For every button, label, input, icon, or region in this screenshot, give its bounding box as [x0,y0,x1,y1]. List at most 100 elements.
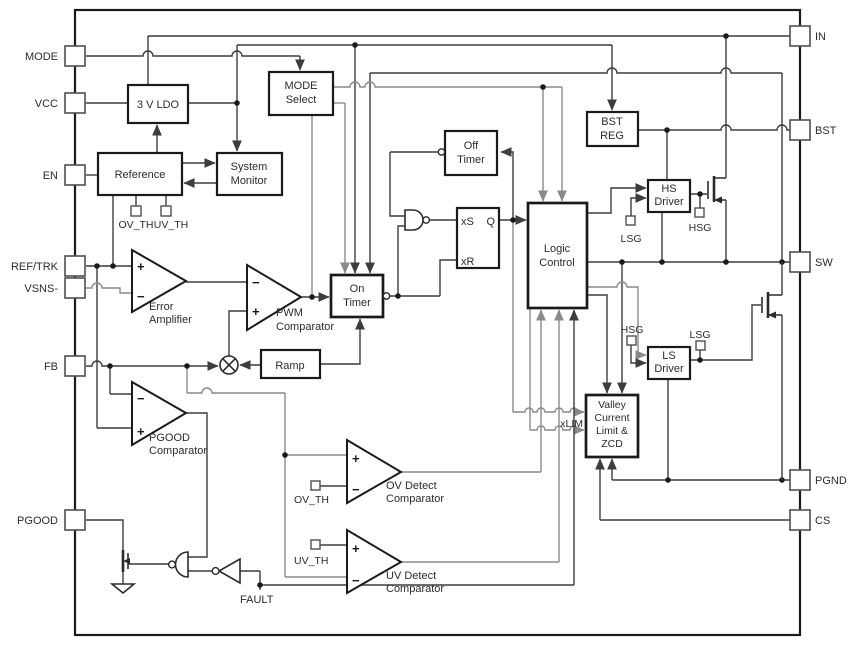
pwm-comparator: − + PWM Comparator [246,263,334,333]
uv-comp-label-1: UV Detect [386,570,436,582]
uv-th-comp-label: UV_TH [294,555,328,567]
block-off-timer: Off Timer [437,129,499,177]
on-timer-label-1: On [350,283,365,295]
lsg-tap-square-hs [625,215,636,226]
block-valley-current-limit-zcd: Valley Current Limit & ZCD [584,393,640,459]
fault-inverter [211,557,241,585]
hs-driver-label-2: Driver [654,196,684,208]
off-timer-inverter-bubble [437,148,446,156]
block-hs-driver: HS Driver [646,178,692,214]
pin-vsns-label: VSNS- [24,283,58,295]
ov-th-comp-square [310,480,321,491]
off-timer-label-1: Off [464,140,479,152]
pgood-comp-label-1: PGOOD [149,432,190,444]
pin-mode [64,45,86,67]
pwm-comp-label-2: Comparator [276,321,334,333]
pin-pgood-label: PGOOD [17,515,58,527]
ls-driver-label-2: Driver [654,363,684,375]
hsg-tap-label-hs: HSG [689,222,712,234]
xlim-label: xLIM [560,418,583,430]
uv-comp-plus: + [352,541,360,556]
ic-boundary [73,8,802,637]
ls-driver-label-1: LS [662,350,675,362]
pin-en-label: EN [43,170,58,182]
ov-detect-comparator: + − OV Detect Comparator [346,438,444,505]
block-ramp: Ramp [259,348,322,380]
pin-en [64,164,86,186]
right-pins: IN BST SW PGND CS [789,25,847,531]
system-monitor-label-1: System [231,161,268,173]
nand-gate [404,209,431,231]
bst-reg-label-1: BST [601,116,623,128]
pgood-comp-minus: − [137,391,145,406]
error-amplifier: + − Error Amplifier [131,248,192,326]
hsg-tap-label-ls: HSG [621,324,644,336]
pin-ref-trk [64,255,86,277]
on-timer-label-2: Timer [343,297,371,309]
ov-th-tap-square [130,205,142,217]
block-logic-control: Logic Control [526,201,589,310]
latch-s-label: xS [461,216,474,228]
logic-control-label-1: Logic [544,243,571,255]
pwm-comp-label-1: PWM [276,307,303,319]
ov-comp-label-2: Comparator [386,493,444,505]
hs-driver-label-1: HS [661,183,676,195]
pin-cs [789,509,811,531]
valley-label-2: Current [594,412,629,424]
hs-driver-taps: LSG HSG [620,207,712,245]
uv-th-comp-square [310,539,321,550]
lsg-tap-label-ls: LSG [689,329,710,341]
logic-control-label-2: Control [539,257,574,269]
detect-comparator-taps: OV_TH UV_TH [294,480,329,567]
ground-symbol [109,583,137,595]
lsg-tap-label-hs: LSG [620,233,641,245]
block-bst-reg: BST REG [585,110,640,148]
wires [86,35,790,590]
pin-cs-label: CS [815,515,830,527]
pin-pgnd [789,469,811,491]
pin-ref-trk-label: REF/TRK [11,261,59,273]
pin-vsns [64,277,86,299]
pin-fb-label: FB [44,361,58,373]
pwm-comp-minus: − [252,275,260,290]
pgood-nand-gate [167,551,189,578]
lsg-tap-square-ls [695,340,706,351]
pin-in-label: IN [815,31,826,43]
pgood-pulldown-mosfet [109,550,137,595]
ls-driver-taps: HSG LSG [621,324,711,351]
pin-vcc [64,92,86,114]
mode-select-label-2: Select [286,94,317,106]
multiplier-node [219,355,239,375]
pwm-comp-plus: + [252,304,260,319]
junction-dots [94,33,785,588]
pin-sw-label: SW [815,257,833,269]
valley-label-1: Valley [598,399,627,411]
pin-bst [789,119,811,141]
latch-q-label: Q [486,216,495,228]
ov-th-comp-label: OV_TH [294,494,329,506]
ramp-label: Ramp [275,360,304,372]
block-on-timer: On Timer [329,273,391,319]
pgood-comp-plus: + [137,424,145,439]
ldo-label: 3 V LDO [137,99,180,111]
uv-th-tap-label: UV_TH [154,219,188,231]
pin-pgnd-label: PGND [815,475,847,487]
block-mode-select: MODE Select [267,70,335,117]
pin-in [789,25,811,47]
bst-reg-label-2: REG [600,130,624,142]
system-monitor-label-2: Monitor [231,175,268,187]
error-amp-label-1: Error [149,301,174,313]
block-reference: Reference [96,151,184,197]
valley-label-3: Limit & [596,425,628,437]
valley-label-4: ZCD [601,438,623,450]
ov-th-tap-label: OV_TH [118,219,153,231]
on-timer-inverter-bubble [382,292,391,300]
uv-comp-minus: − [352,573,360,588]
ov-comp-plus: + [352,451,360,466]
error-amp-label-2: Amplifier [149,314,192,326]
ov-comp-minus: − [352,482,360,497]
ls-mosfet [761,262,783,480]
latch-r-label: xR [461,256,475,268]
